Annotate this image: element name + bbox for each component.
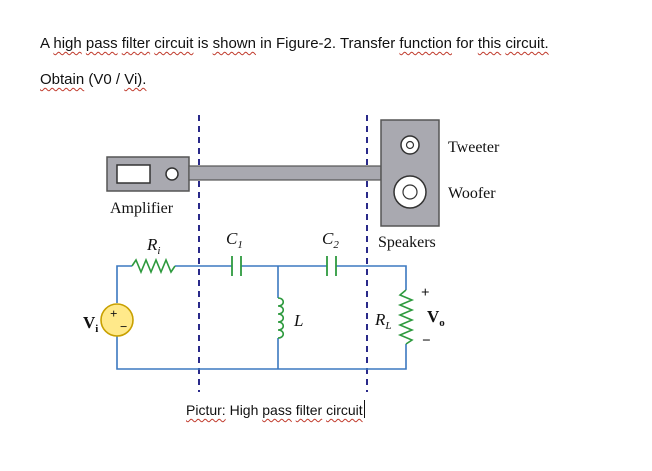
vo-plus-sign: + [421,285,430,301]
tweeter-icon [400,135,420,155]
resistor-rl-icon [397,289,415,345]
question-word: circuit. [505,35,549,52]
question-word: function [399,35,452,52]
caption-word: pass [262,402,292,418]
caption-word: circuit [326,402,363,418]
woofer-label: Woofer [448,185,496,202]
caption-word: Pictur: [186,402,226,418]
question-word: in [260,35,272,52]
question-word: (V0 [88,71,112,88]
voltage-source-icon [100,303,134,337]
question-word: is [197,35,209,52]
amplifier-display [116,164,151,184]
question-word: Figure-2. [276,35,337,52]
amplifier-knob [165,167,179,181]
resistor-ri-icon [131,257,176,275]
question-word: circuit [154,35,194,52]
question-word: / [115,71,121,88]
connection-bar [188,165,382,181]
question-line-1: A high pass filter circuit is shown in F… [40,35,549,52]
figure-caption: Pictur: High pass filter circuit [186,400,365,418]
tweeter-center [405,140,415,150]
vo-label: Vo [427,307,445,329]
question-line-2: Obtain (V0 / Vi). [40,71,146,88]
question-word: this [477,35,502,52]
woofer-center [402,184,418,200]
question-word: high [53,35,82,52]
ri-label: Ri [146,235,160,257]
circuit-wires [116,265,407,370]
question-word: shown [212,35,256,52]
rl-label: RL [374,310,392,332]
l-label: L [293,311,303,330]
tweeter-label: Tweeter [448,139,500,156]
caption-word: filter [295,402,323,418]
speakers-label: Speakers [378,234,436,251]
question-word: Vi). [124,71,147,88]
question-word: Obtain [40,71,85,88]
vo-minus-sign: − [422,333,431,349]
caption-text: Pictur: High pass filter circuit [186,402,363,418]
source-minus-sign: − [120,319,127,334]
source-plus-sign: + [110,306,117,321]
question-word: pass [85,35,118,52]
woofer-icon [393,175,427,209]
caption-word: High [229,402,259,418]
question-word: filter [121,35,151,52]
question-word: for [456,35,474,52]
vi-label: Vi [83,313,98,335]
c2-label: C2 [322,229,339,251]
amplifier-label: Amplifier [110,200,174,217]
c1-label: C1 [226,229,243,251]
inductor-l-icon [277,297,285,339]
question-word: Transfer [339,35,396,52]
text-cursor [363,400,365,418]
question-word: A [40,35,50,52]
